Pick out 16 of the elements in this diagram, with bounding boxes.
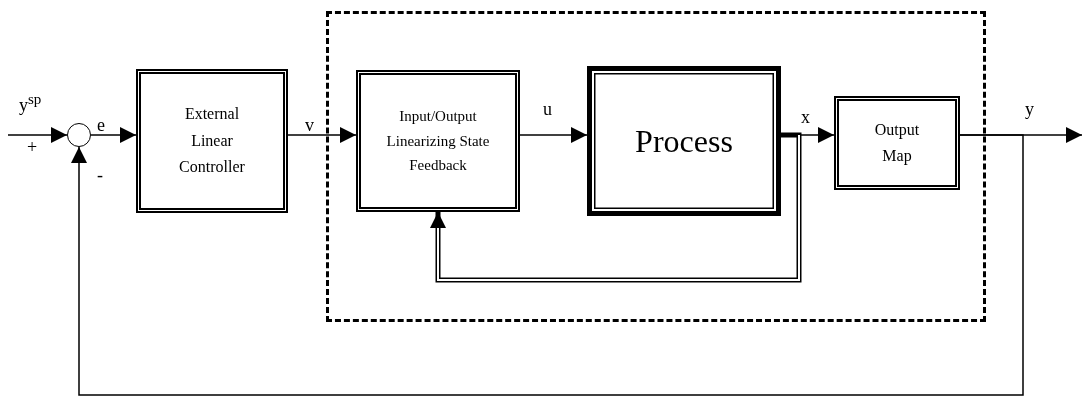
block-label: External Linear Controller [178,104,246,178]
process-block [136,69,288,213]
summing-junction [67,123,91,147]
block-label: Input/Output Linearizing State Feedback [385,106,491,176]
signal-arrow [430,132,802,283]
process-block [587,66,781,216]
process-block [834,96,960,190]
dashed-boundary [326,11,986,322]
signal-arrow [90,127,137,143]
block-label: Process [634,121,734,161]
block-label: Output Map [873,119,921,167]
signal-arrow [287,127,357,143]
process-block [356,70,520,212]
signal-arrow [71,134,1024,396]
signal-arrow [519,127,588,143]
signal-arrow [7,127,68,143]
